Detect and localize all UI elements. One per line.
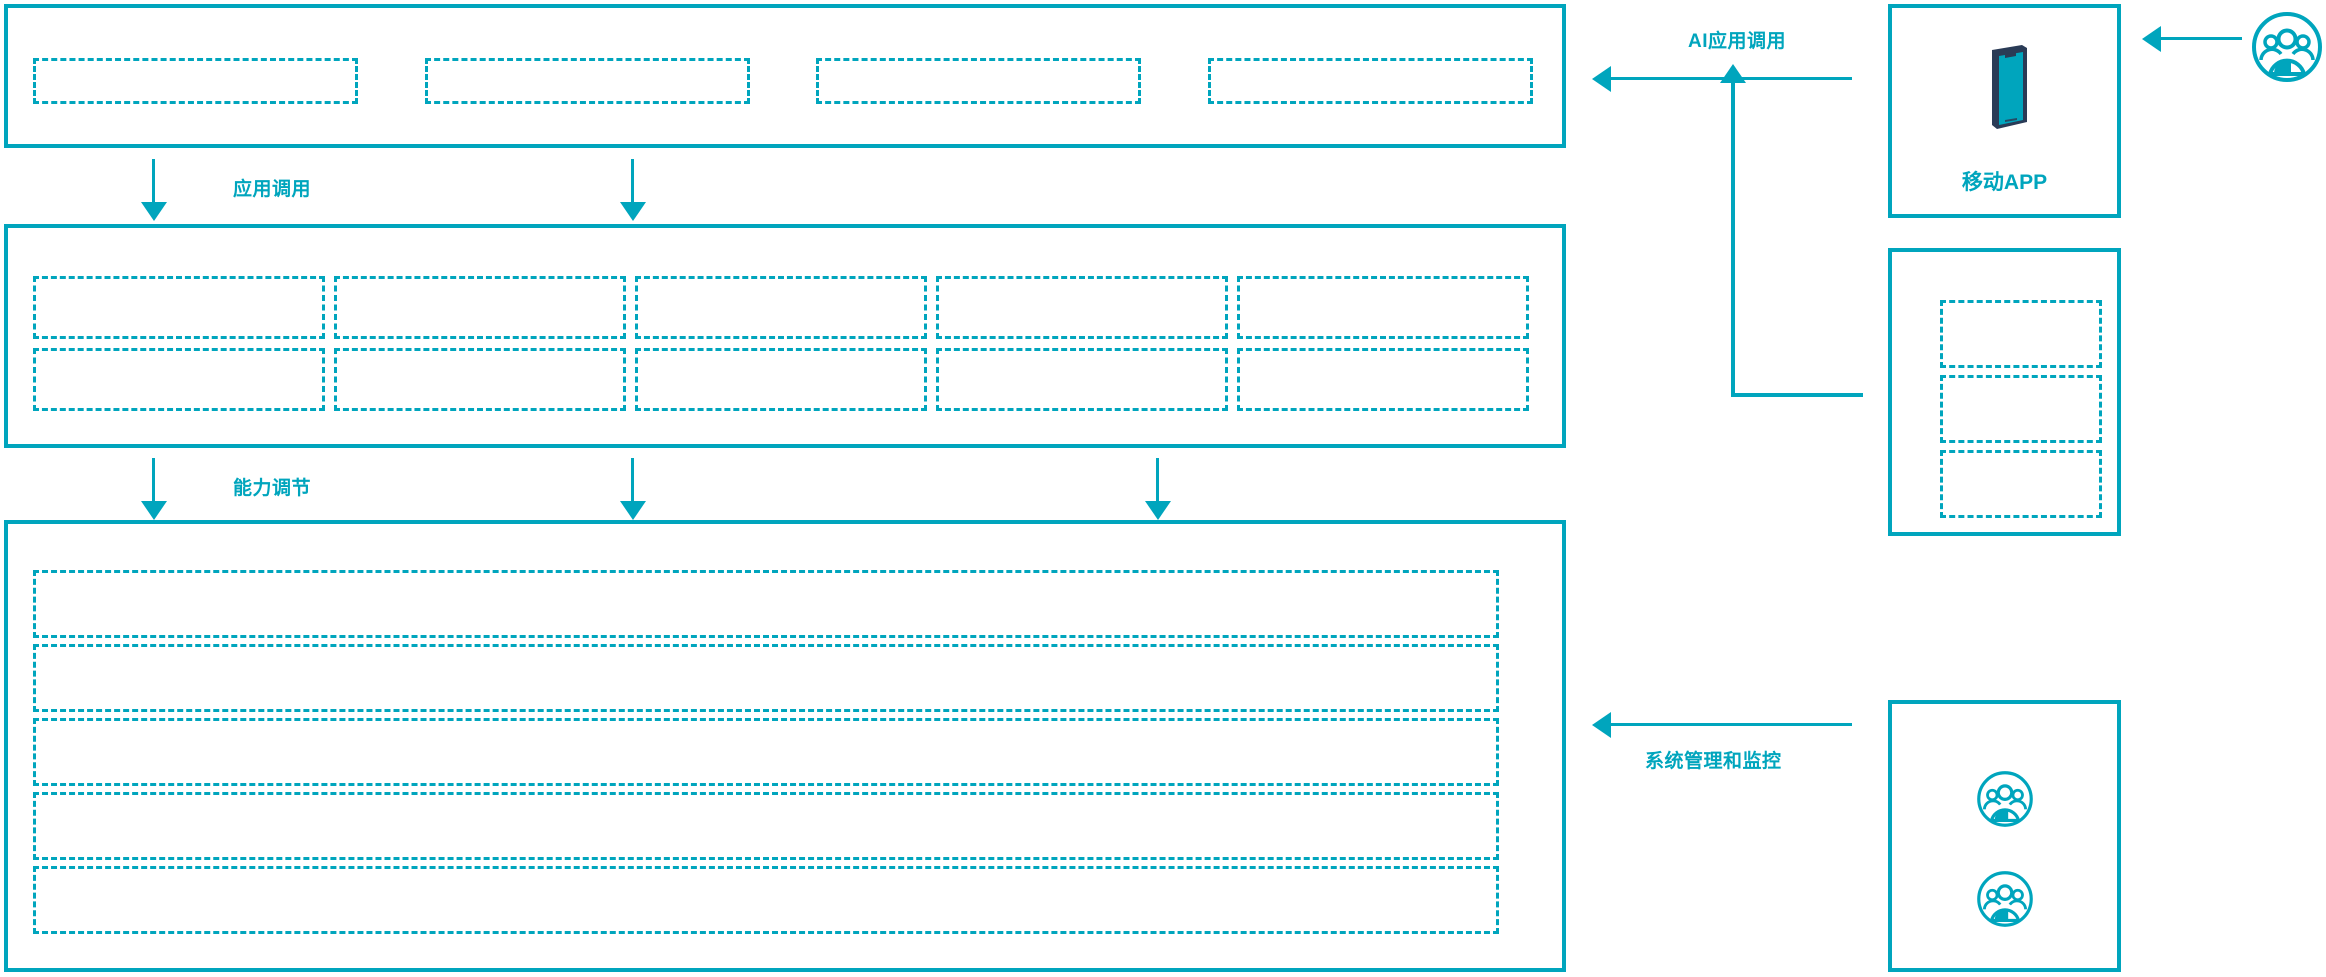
arrow-head bbox=[1145, 501, 1171, 520]
capability-cell-r2c5[interactable] bbox=[1237, 348, 1529, 411]
infrastructure-row-4[interactable] bbox=[33, 792, 1499, 860]
capability-cell-r1c3[interactable] bbox=[635, 276, 927, 339]
application-layer-container bbox=[4, 4, 1566, 148]
application-block-3[interactable] bbox=[816, 58, 1141, 104]
client-stack-container bbox=[1888, 248, 2121, 536]
arrow-head bbox=[2142, 26, 2161, 52]
infrastructure-row-5[interactable] bbox=[33, 866, 1499, 934]
application-block-1[interactable] bbox=[33, 58, 358, 104]
arrow-shaft bbox=[152, 458, 155, 502]
app-call-label: 应用调用 bbox=[233, 179, 312, 200]
arrow-head bbox=[1592, 712, 1611, 738]
capability-schedule-label: 能力调节 bbox=[233, 478, 312, 499]
arrow-shaft bbox=[631, 159, 634, 203]
smartphone-icon bbox=[1978, 34, 2038, 134]
capability-cell-r1c1[interactable] bbox=[33, 276, 325, 339]
capability-cell-r2c2[interactable] bbox=[334, 348, 626, 411]
arrow-head bbox=[141, 202, 167, 221]
system-admin-label: 系统管理和监控 bbox=[1645, 751, 1782, 772]
operators-container bbox=[1888, 700, 2121, 972]
system-admin-arrow bbox=[1592, 712, 1852, 738]
capability-schedule-arrow-3 bbox=[1145, 458, 1171, 520]
end-user-group-icon bbox=[2248, 8, 2326, 86]
capability-cell-r1c2[interactable] bbox=[334, 276, 626, 339]
end-user-to-app-arrow bbox=[2142, 26, 2242, 52]
arrow-shaft bbox=[152, 159, 155, 203]
application-block-2[interactable] bbox=[425, 58, 750, 104]
ai-app-call-label: AI应用调用 bbox=[1688, 31, 1787, 52]
application-block-4[interactable] bbox=[1208, 58, 1533, 104]
app-call-arrow-2 bbox=[620, 159, 646, 221]
client-stack-slot-2[interactable] bbox=[1940, 375, 2102, 443]
capability-cell-r2c1[interactable] bbox=[33, 348, 325, 411]
arrow-head bbox=[620, 501, 646, 520]
infrastructure-row-1[interactable] bbox=[33, 570, 1499, 638]
client-stack-elbow-connector bbox=[1720, 64, 1863, 404]
arrow-head bbox=[620, 202, 646, 221]
arrow-head bbox=[1592, 66, 1611, 92]
elbow-horizontal-segment bbox=[1731, 393, 1863, 397]
app-call-arrow-1 bbox=[141, 159, 167, 221]
arrow-head bbox=[141, 501, 167, 520]
operator-user-group-icon-2 bbox=[1974, 868, 2036, 930]
elbow-vertical-segment bbox=[1731, 82, 1735, 397]
infrastructure-row-3[interactable] bbox=[33, 718, 1499, 786]
arrow-shaft bbox=[1156, 458, 1159, 502]
capability-schedule-arrow-2 bbox=[620, 458, 646, 520]
capability-cell-r2c4[interactable] bbox=[936, 348, 1228, 411]
capability-schedule-arrow-1 bbox=[141, 458, 167, 520]
capability-cell-r1c4[interactable] bbox=[936, 276, 1228, 339]
capability-cell-r1c5[interactable] bbox=[1237, 276, 1529, 339]
operator-user-group-icon-1 bbox=[1974, 768, 2036, 830]
client-stack-slot-3[interactable] bbox=[1940, 450, 2102, 518]
arrow-shaft bbox=[631, 458, 634, 502]
arrow-head-up bbox=[1720, 64, 1746, 83]
arrow-shaft bbox=[2161, 37, 2242, 40]
client-stack-slot-1[interactable] bbox=[1940, 300, 2102, 368]
arrow-shaft bbox=[1611, 723, 1852, 726]
mobile-app-caption: 移动APP bbox=[1961, 171, 2048, 194]
infrastructure-row-2[interactable] bbox=[33, 644, 1499, 712]
capability-cell-r2c3[interactable] bbox=[635, 348, 927, 411]
infrastructure-layer-container bbox=[4, 520, 1566, 972]
